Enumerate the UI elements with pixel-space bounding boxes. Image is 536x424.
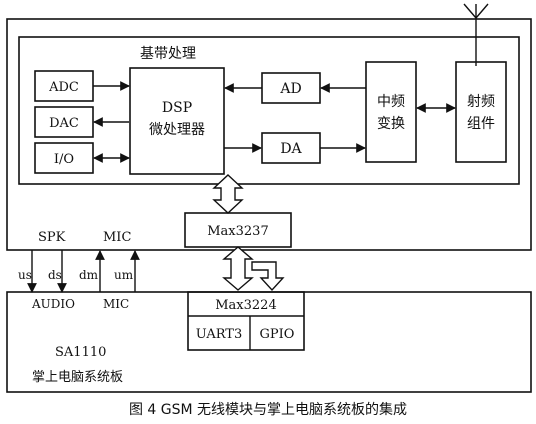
if-conversion-box [365,61,417,163]
antenna-icon [463,3,489,66]
max3224-box [187,291,305,351]
gpio-label: GPIO [260,327,295,342]
signal-dm-label: dm [79,268,99,282]
max3224-label: Max3224 [215,298,276,313]
da-label: DA [280,141,302,157]
if-label-line2: 变换 [377,115,405,132]
dac-box [34,106,94,138]
bus-arrow-to-gpio [251,261,285,292]
dsp-label-line2: 微处理器 [149,122,205,138]
rf-label-line1: 射频 [467,94,495,110]
cpu-label: SA1110 [55,345,106,360]
rf-component-box [455,61,507,163]
ad-label: AD [279,81,301,97]
gsm-mic-label: MIC [103,230,131,245]
board-name-label: 掌上电脑系统板 [32,370,123,385]
pda-mic-label: MIC [103,297,129,311]
signal-us-label: us [18,268,32,282]
adc-label: ADC [48,80,79,95]
io-box [34,142,94,174]
io-label: I/O [54,152,74,167]
bus-arrow-baseband-max3237 [212,174,244,214]
dsp-box [129,67,225,175]
figure-caption: 图 4 GSM 无线模块与掌上电脑系统板的集成 [129,401,407,418]
spk-label: SPK [38,230,66,245]
gsm-module-box [6,18,532,251]
if-label-line1: 中频 [377,94,405,110]
max3237-label: Max3237 [207,224,268,239]
baseband-box [18,36,520,185]
audio-label: AUDIO [31,297,75,311]
baseband-title: 基带处理 [140,45,196,62]
signal-um-label: um [114,268,134,282]
dsp-label-line1: DSP [162,100,192,116]
dac-label: DAC [49,116,79,131]
uart3-label: UART3 [196,327,242,342]
rf-label-line2: 组件 [467,116,495,132]
bus-arrow-max3237-max3224 [222,246,254,291]
signal-ds-label: ds [48,268,62,282]
